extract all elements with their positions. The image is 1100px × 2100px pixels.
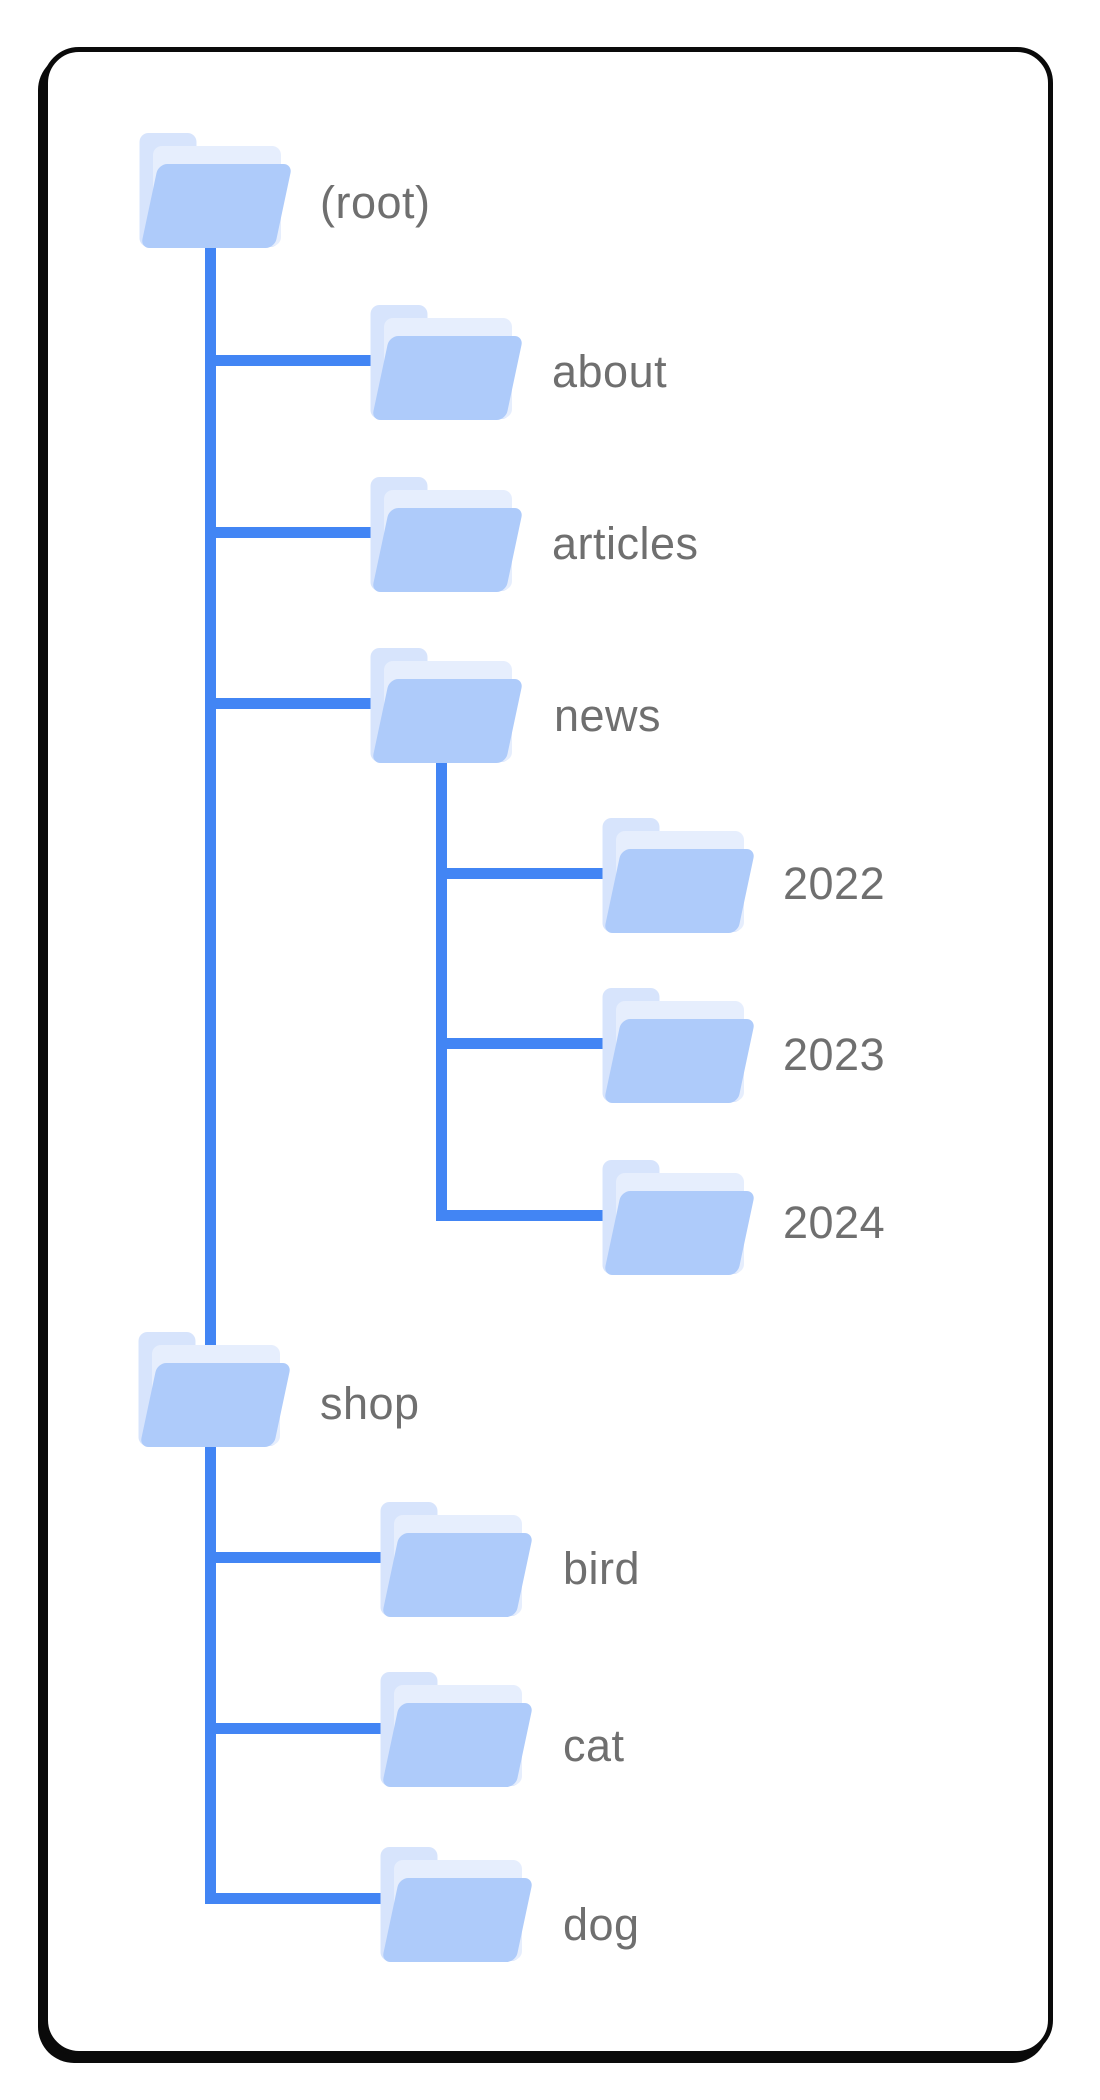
- node-label-articles: articles: [552, 518, 699, 569]
- site-structure-tree: (root) about articles news 2022 2023 202…: [48, 52, 1048, 2051]
- connector-branch-cat: [205, 1723, 397, 1734]
- connector-branch-bird: [205, 1552, 397, 1563]
- node-label-2023: 2023: [783, 1029, 886, 1080]
- folder-icon: [602, 1160, 756, 1275]
- folder-icon: [602, 988, 756, 1103]
- folder-icon: [380, 1847, 534, 1962]
- folder-icon: [380, 1672, 534, 1787]
- folder-icon: [370, 648, 524, 763]
- connector-branch-2022: [436, 868, 618, 879]
- connector-branch-2023: [436, 1038, 618, 1049]
- connector-branch-dog: [205, 1893, 397, 1904]
- connector-branch-about: [205, 355, 388, 366]
- folder-icon: [380, 1502, 534, 1617]
- folder-icon: [139, 133, 293, 248]
- connector-branch-articles: [205, 527, 388, 538]
- folder-icon: [602, 818, 756, 933]
- node-label-cat: cat: [563, 1720, 625, 1771]
- folder-icon: [370, 477, 524, 592]
- node-label-dog: dog: [563, 1899, 640, 1950]
- connector-trunk-news: [436, 752, 447, 1221]
- node-label-root: (root): [320, 177, 431, 228]
- connector-branch-news: [205, 698, 388, 709]
- node-label-about: about: [552, 346, 668, 397]
- node-label-2022: 2022: [783, 858, 886, 909]
- diagram-card: (root) about articles news 2022 2023 202…: [43, 47, 1053, 2056]
- folder-icon: [138, 1332, 292, 1447]
- node-label-news: news: [554, 690, 662, 741]
- node-label-shop: shop: [320, 1378, 420, 1429]
- folder-icon: [370, 305, 524, 420]
- node-label-2024: 2024: [783, 1197, 886, 1248]
- connector-branch-2024: [436, 1210, 618, 1221]
- connector-trunk-root: [205, 237, 216, 1904]
- node-label-bird: bird: [563, 1543, 641, 1594]
